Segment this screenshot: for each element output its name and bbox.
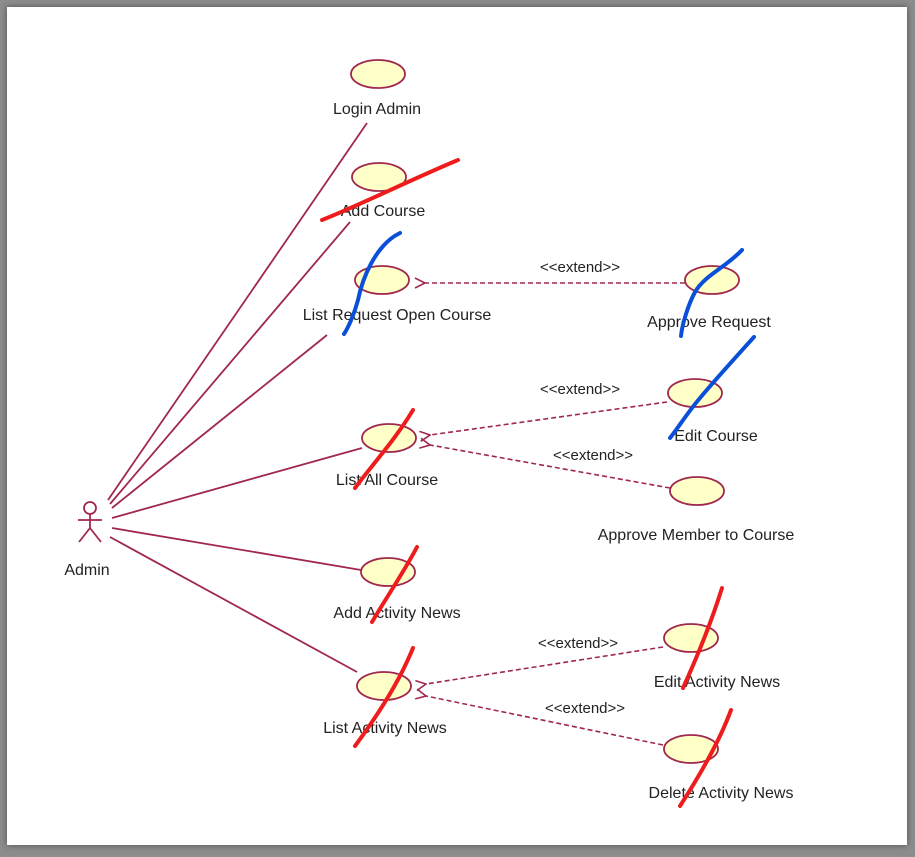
use-case-delete-activity-news[interactable]: Delete Activity News: [649, 734, 794, 802]
use-case-label: Add Course: [341, 203, 426, 220]
association-add-course: [109, 221, 351, 505]
use-case-login-admin[interactable]: Login Admin: [333, 59, 421, 118]
red-strike-add-course: [320, 158, 460, 222]
extend-edit-course: [430, 401, 668, 435]
use-case-label: Edit Activity News: [654, 674, 780, 691]
use-case-list-all-course[interactable]: List All Course: [336, 423, 438, 489]
extend-label-edit-activity-news: <<extend>>: [538, 635, 618, 652]
association-list-all-course: [111, 447, 363, 519]
extend-label-delete-activity-news: <<extend>>: [545, 700, 625, 717]
extend-approve-member: [430, 445, 671, 489]
association-login-admin: [107, 122, 368, 501]
extend-label-approve-member: <<extend>>: [553, 447, 633, 464]
red-strike-list-all-course: [353, 408, 415, 490]
red-strike-add-activity-news: [370, 545, 419, 624]
use-case-label: Approve Request: [647, 314, 771, 331]
blue-strike-edit-course: [668, 335, 756, 440]
red-strike-list-activity-news: [353, 646, 415, 748]
diagram-canvas: <<extend>> <<extend>> <<extend>> <<exten…: [7, 7, 907, 845]
extend-relations: [425, 283, 685, 746]
use-case-label: Add Activity News: [333, 605, 460, 622]
association-list-request-open-course: [111, 334, 328, 509]
use-case-diagram: <<extend>> <<extend>> <<extend>> <<exten…: [64, 59, 795, 808]
associations: [107, 122, 368, 673]
blue-strike-list-request-open-course: [342, 231, 402, 336]
use-case-add-course[interactable]: Add Course: [341, 162, 426, 220]
use-case-label: Approve Member to Course: [598, 527, 795, 544]
red-strike-marks: [320, 158, 733, 808]
extend-delete-activity-news: [426, 696, 664, 746]
use-case-list-activity-news[interactable]: List Activity News: [323, 671, 447, 737]
use-case-add-activity-news[interactable]: Add Activity News: [333, 557, 461, 622]
actor-admin[interactable]: [78, 501, 102, 543]
use-case-edit-activity-news[interactable]: Edit Activity News: [654, 623, 780, 691]
extend-label-edit-course: <<extend>>: [540, 381, 620, 398]
use-case-label: List All Course: [336, 472, 438, 489]
extend-edit-activity-news: [426, 646, 664, 684]
use-case-label: List Activity News: [323, 720, 447, 737]
association-list-activity-news: [109, 536, 358, 673]
red-strike-edit-activity-news: [681, 586, 724, 690]
actor-label: Admin: [64, 562, 109, 579]
blue-strike-marks: [342, 231, 756, 440]
use-case-label: List Request Open Course: [303, 307, 492, 324]
use-case-label: Login Admin: [333, 101, 421, 118]
use-case-approve-member-to-course[interactable]: Approve Member to Course: [598, 476, 795, 544]
association-add-activity-news: [111, 527, 362, 571]
use-case-label: Delete Activity News: [649, 785, 794, 802]
use-case-list-request-open-course[interactable]: List Request Open Course: [303, 265, 492, 324]
blue-strike-approve-request: [679, 248, 744, 338]
extend-labels: <<extend>> <<extend>> <<extend>> <<exten…: [538, 259, 633, 717]
extend-label-approve-request: <<extend>>: [540, 259, 620, 276]
use-case-label: Edit Course: [674, 428, 758, 445]
use-case-edit-course[interactable]: Edit Course: [667, 378, 758, 445]
red-strike-delete-activity-news: [678, 708, 733, 808]
